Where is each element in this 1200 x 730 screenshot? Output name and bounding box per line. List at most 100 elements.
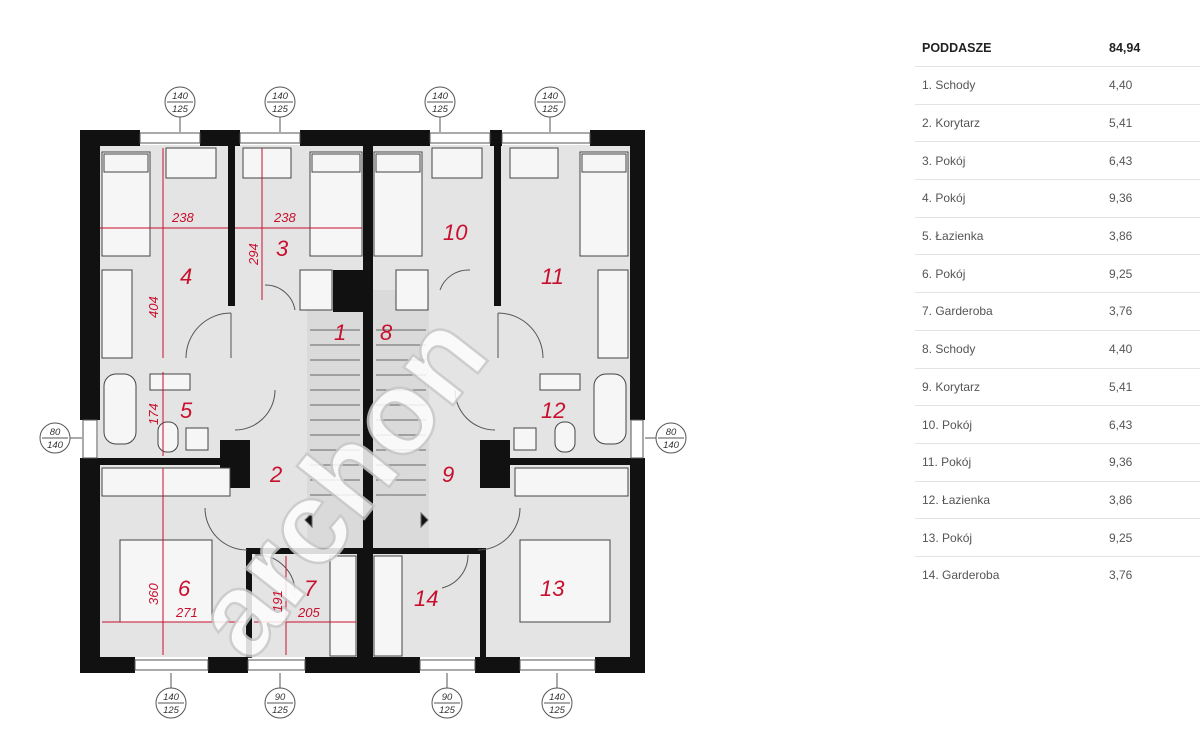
- table-row: 4. Pokój 9,36: [915, 180, 1200, 218]
- svg-text:125: 125: [432, 104, 449, 115]
- room-area: 6,43: [1109, 153, 1133, 168]
- room-number-5: 5: [180, 398, 193, 423]
- window-callout-top-3: 140 125: [424, 86, 456, 132]
- room-number-2: 2: [269, 462, 282, 487]
- dimension-lines: [100, 148, 362, 655]
- window-callout-top-2: 140 125: [264, 86, 296, 132]
- window-callout-right: 80 140: [645, 422, 687, 454]
- window-callout-bottom-4: 140 125: [541, 673, 573, 719]
- svg-text:140: 140: [663, 440, 680, 451]
- area-table: PODDASZE 84,94 1. Schody 4,40 2. Korytarz…: [915, 30, 1200, 594]
- room-number-13: 13: [540, 576, 565, 601]
- dimension-294: 294: [246, 243, 261, 266]
- table-row: 1. Schody 4,40: [915, 67, 1200, 105]
- room-area: 9,25: [1109, 530, 1133, 545]
- room-number-4: 4: [180, 264, 192, 289]
- room-area: 5,41: [1109, 116, 1133, 131]
- room-name: 5. Łazienka: [922, 229, 984, 244]
- svg-text:140: 140: [542, 91, 559, 102]
- room-name: 3. Pokój: [922, 153, 966, 168]
- room-number-10: 10: [443, 220, 468, 245]
- room-number-14: 14: [414, 586, 438, 611]
- dimension-404: 404: [146, 296, 161, 318]
- svg-text:140: 140: [163, 692, 180, 703]
- dimension-205: 205: [297, 605, 320, 620]
- svg-text:140: 140: [172, 91, 189, 102]
- dimension-238-room-3: 238: [273, 210, 296, 225]
- room-area: 9,36: [1109, 455, 1133, 470]
- svg-text:140: 140: [549, 692, 566, 703]
- room-name: 12. Łazienka: [922, 492, 991, 507]
- area-table-header-name: PODDASZE: [922, 41, 992, 55]
- area-table-header-value: 84,94: [1109, 41, 1141, 55]
- room-area: 3,76: [1109, 304, 1133, 319]
- stairs: [304, 329, 429, 529]
- room-name: 11. Pokój: [922, 455, 972, 470]
- room-area: 9,25: [1109, 266, 1133, 281]
- area-table-header: PODDASZE 84,94: [915, 30, 1200, 67]
- dimension-174: 174: [146, 403, 161, 425]
- room-number-7: 7: [304, 576, 317, 601]
- table-row: 10. Pokój 6,43: [915, 406, 1200, 444]
- outer-walls: [80, 130, 645, 673]
- svg-text:125: 125: [163, 705, 180, 716]
- room-name: 13. Pokój: [922, 530, 973, 545]
- room-area: 3,76: [1109, 568, 1133, 583]
- dimension-360: 360: [146, 583, 161, 605]
- floor-plan-drawing: archon 238 238 294 404 174 360 271 191 2…: [39, 86, 687, 719]
- doors: [185, 269, 544, 591]
- room-number-6: 6: [178, 576, 191, 601]
- room-number-11: 11: [541, 264, 564, 289]
- room-name: 1. Schody: [922, 78, 976, 93]
- furniture: [101, 147, 629, 657]
- room-name: 6. Pokój: [922, 266, 966, 281]
- table-row: 14. Garderoba 3,76: [915, 557, 1200, 594]
- table-row: 11. Pokój 9,36: [915, 444, 1200, 482]
- room-number-8: 8: [380, 320, 393, 345]
- room-number-9: 9: [442, 462, 454, 487]
- inner-walls: [100, 146, 630, 658]
- window-callout-bottom-2: 90 125: [264, 673, 296, 719]
- window-frames: [82, 132, 644, 671]
- svg-text:125: 125: [549, 705, 566, 716]
- table-row: 2. Korytarz 5,41: [915, 105, 1200, 143]
- room-name: 14. Garderoba: [922, 568, 1000, 583]
- floor-plan: archon 238 238 294 404 174 360 271 191 2…: [39, 86, 687, 719]
- room-area: 6,43: [1109, 417, 1133, 432]
- table-row: 3. Pokój 6,43: [915, 142, 1200, 181]
- table-row: 13. Pokój 9,25: [915, 519, 1200, 557]
- room-number-1: 1: [334, 320, 346, 345]
- svg-text:90: 90: [275, 692, 286, 703]
- room-name: 4. Pokój: [922, 191, 966, 206]
- svg-text:125: 125: [439, 705, 456, 716]
- svg-text:80: 80: [50, 427, 61, 438]
- window-callout-bottom-3: 90 125: [431, 673, 463, 719]
- dimension-271: 271: [175, 605, 198, 620]
- dimension-238-room-4: 238: [171, 210, 194, 225]
- svg-text:80: 80: [666, 427, 677, 438]
- window-callout-left: 80 140: [39, 422, 82, 454]
- room-area: 3,86: [1109, 229, 1133, 244]
- svg-text:140: 140: [47, 440, 64, 451]
- table-row: 5. Łazienka 3,86: [915, 218, 1200, 256]
- table-row: 6. Pokój 9,25: [915, 255, 1200, 294]
- window-callout-top-1: 140 125: [164, 86, 196, 132]
- svg-text:125: 125: [542, 104, 559, 115]
- room-name: 7. Garderoba: [922, 304, 993, 319]
- window-callout-bottom-1: 140 125: [155, 673, 187, 719]
- room-name: 10. Pokój: [922, 417, 973, 432]
- room-name: 2. Korytarz: [922, 116, 981, 131]
- room-area: 4,40: [1109, 342, 1133, 357]
- svg-text:125: 125: [272, 104, 289, 115]
- room-area: 5,41: [1109, 379, 1133, 394]
- room-area: 9,36: [1109, 191, 1133, 206]
- room-area: 4,40: [1109, 78, 1133, 93]
- room-number-3: 3: [276, 236, 289, 261]
- svg-text:125: 125: [272, 705, 289, 716]
- svg-text:125: 125: [172, 104, 189, 115]
- svg-text:140: 140: [432, 91, 449, 102]
- dimension-191: 191: [270, 590, 285, 612]
